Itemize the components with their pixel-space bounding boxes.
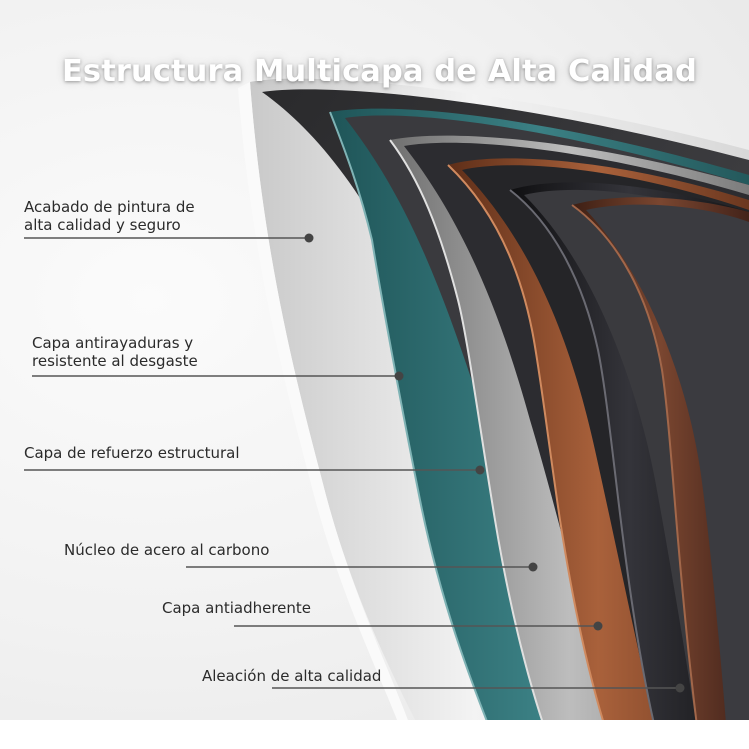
label-nonstick-layer: Capa antiadherente: [162, 599, 312, 617]
leader-lines: [24, 237, 680, 689]
label-paint-finish: Acabado de pintura de alta calidad y seg…: [24, 198, 195, 234]
label-alloy: Aleación de alta calidad: [202, 667, 382, 685]
leader-dot-6: [675, 683, 685, 693]
leader-dot-1: [304, 233, 314, 243]
leader-dots: [304, 233, 685, 693]
leader-dot-2: [394, 371, 404, 381]
leader-dot-3: [475, 465, 485, 475]
label-scratch-resistant: Capa antirayaduras y resistente al desga…: [32, 334, 198, 370]
label-structural-reinforcement: Capa de refuerzo estructural: [24, 444, 240, 462]
leader-dot-4: [528, 562, 538, 572]
leader-dot-5: [593, 621, 603, 631]
page-title: Estructura Multicapa de Alta Calidad: [62, 54, 697, 89]
label-carbon-steel-core: Núcleo de acero al carbono: [64, 541, 270, 559]
